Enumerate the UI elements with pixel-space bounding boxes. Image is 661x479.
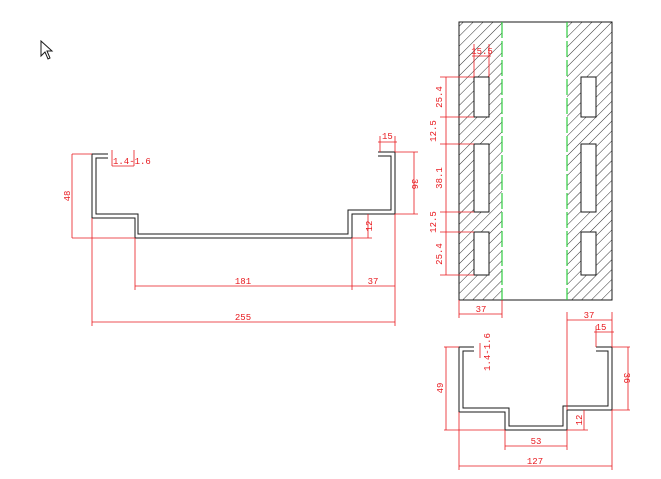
left-total-label: 255 (235, 313, 251, 323)
slot-left-2 (473, 143, 490, 213)
left-thickness-label: 1.4-1.6 (113, 157, 151, 167)
gap1-label: 12.5 (429, 120, 439, 142)
small-step-label: 12 (575, 415, 585, 426)
left-profile-dimensions (71, 136, 418, 326)
left-height-right-label: 36 (409, 179, 419, 190)
left-profile-inner (95, 155, 392, 235)
small-thickness-label: 1.4-1.6 (483, 333, 493, 371)
small-profile-inner (462, 350, 609, 427)
slot-right-1 (580, 76, 597, 118)
small-flange-label: 37 (584, 311, 595, 321)
mouse-pointer-icon (40, 40, 54, 60)
small-bottom-label: 53 (531, 437, 542, 447)
left-lip-label: 15 (382, 132, 393, 142)
small-profile-outline (458, 346, 613, 431)
small-profile-dimensions (444, 312, 630, 470)
left-step-label: 12 (365, 221, 375, 232)
slot-left-1 (473, 76, 490, 118)
small-lip-label: 15 (596, 323, 607, 333)
slot-width-label: 15.5 (471, 47, 493, 57)
hatched-view-dimensions (440, 44, 503, 318)
left-bottom-label: 181 (235, 277, 251, 287)
small-height-right-label: 36 (621, 373, 631, 384)
bottom-width-label: 37 (476, 305, 487, 315)
left-profile (91, 151, 396, 239)
slot2-label: 38.1 (435, 167, 445, 189)
small-total-label: 127 (527, 457, 543, 467)
left-flange-label: 37 (368, 277, 379, 287)
slot-left-3 (473, 231, 490, 276)
gap2-label: 12.5 (429, 211, 439, 233)
small-profile (458, 346, 613, 431)
slot3-label: 25.4 (435, 243, 445, 265)
left-profile-outline (91, 151, 396, 239)
slot-right-2 (580, 143, 597, 213)
slot-right-3 (580, 231, 597, 276)
slot1-label: 25.4 (435, 86, 445, 108)
hatched-view (458, 21, 613, 301)
left-height-label: 48 (63, 191, 73, 202)
small-height-left-label: 49 (436, 383, 446, 394)
